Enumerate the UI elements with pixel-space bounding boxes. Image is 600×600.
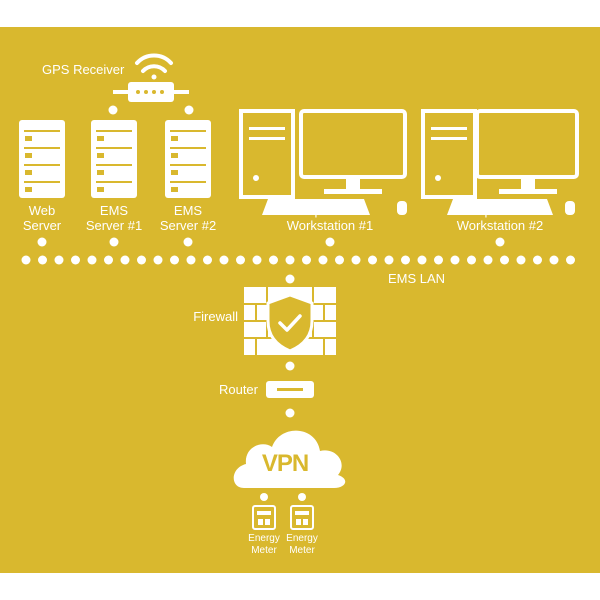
lan-dot [120, 255, 130, 265]
energy-meter-2-icon [290, 505, 314, 530]
vpn-meter-links [260, 493, 306, 501]
lan-dot [203, 255, 212, 265]
ems-lan-label: EMS LAN [388, 271, 446, 286]
lan-dot [186, 255, 196, 265]
lan-dot [368, 255, 377, 265]
web-server-label: Web Server [22, 203, 62, 233]
lan-dot [21, 255, 31, 265]
lan-dot [54, 255, 64, 265]
ems-server-2-label: EMS Server #2 [159, 203, 217, 233]
lan-dot [170, 255, 179, 265]
network-diagram [19, 53, 579, 530]
web-server-icon [19, 120, 65, 198]
lan-dot [137, 255, 146, 265]
energy-meter-1-label: Energy Meter [248, 533, 280, 556]
lan-dot [87, 255, 97, 265]
vpn-cloud-icon [233, 430, 346, 488]
lan-dot [516, 255, 526, 265]
lan-dot [252, 255, 262, 265]
gps-receiver-label: GPS Receiver [42, 62, 125, 77]
ems-server-1-icon [91, 120, 137, 198]
lan-dot [38, 255, 47, 265]
lan-dot [153, 255, 163, 265]
lan-dot [533, 255, 542, 265]
lan-dot [318, 255, 328, 265]
lan-firewall-link [285, 274, 295, 284]
lan-dot [401, 255, 410, 265]
device-drops [37, 237, 505, 247]
energy-meter-1-icon [252, 505, 276, 530]
workstation-1-label: Operator Workstation #1 [286, 203, 374, 233]
network-diagram-canvas: GPS Receiver Web Server EMS Server #1 EM… [0, 27, 600, 573]
lan-dot [269, 255, 278, 265]
lan-dot [549, 255, 559, 265]
ems-server-2-icon [165, 120, 211, 198]
lan-dot [450, 255, 460, 265]
lan-dot [417, 255, 427, 265]
lan-dot [104, 255, 113, 265]
router-label: Router [218, 382, 258, 397]
workstation-2-icon [421, 109, 579, 215]
firewall-router-link [285, 361, 295, 371]
lan-dot [566, 255, 575, 265]
lan-dot [285, 255, 295, 265]
lan-dot [302, 255, 311, 265]
firewall-label: Firewall [193, 309, 238, 324]
router-vpn-link [285, 408, 295, 418]
workstation-2-label: Operator Workstation #2 [456, 203, 544, 233]
energy-meter-2-label: Energy Meter [286, 533, 318, 556]
router-icon [266, 381, 314, 398]
ems-server-1-label: EMS Server #1 [85, 203, 143, 233]
lan-dot [500, 255, 509, 265]
gps-receiver-icon [128, 82, 174, 102]
ems-lan-bus [21, 255, 575, 265]
lan-dot [335, 255, 344, 265]
lan-dot [467, 255, 476, 265]
lan-dot [71, 255, 80, 265]
lan-dot [483, 255, 493, 265]
wifi-icon [135, 53, 173, 80]
gps-connection [108, 90, 194, 115]
lan-dot [384, 255, 394, 265]
lan-dot [434, 255, 443, 265]
lan-dot [351, 255, 361, 265]
lan-dot [219, 255, 229, 265]
workstation-1-icon [239, 109, 407, 215]
firewall-icon [244, 287, 336, 355]
lan-dot [236, 255, 245, 265]
vpn-label: VPN [261, 450, 309, 477]
